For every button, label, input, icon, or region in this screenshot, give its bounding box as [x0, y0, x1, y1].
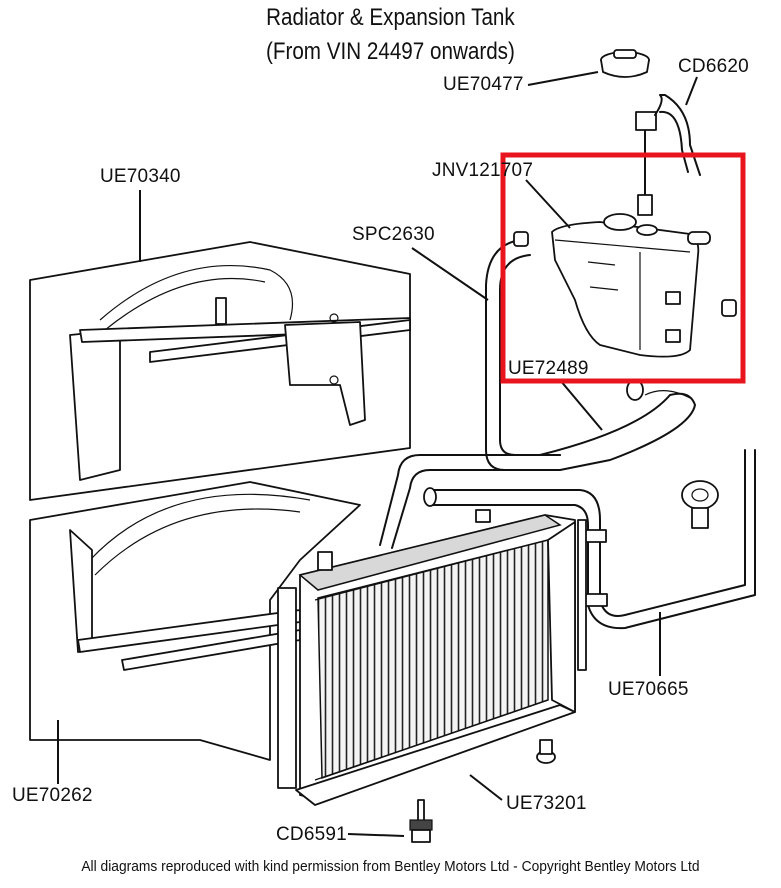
leader-lines — [57, 71, 698, 837]
highlight-box — [500, 152, 746, 384]
label-upper-hose: SPC2630 — [352, 224, 435, 245]
radiator-feet — [536, 739, 556, 764]
diagram-title: Radiator & Expansion Tank — [266, 4, 515, 31]
hose-clip — [681, 480, 719, 529]
label-expansion-tank: JNV121707 — [432, 160, 534, 181]
label-lower-shroud: UE70262 — [12, 785, 93, 806]
filler-cap — [600, 49, 650, 78]
diagram-subtitle: (From VIN 24497 onwards) — [265, 38, 515, 65]
upper-hose — [485, 239, 561, 471]
copyright-footer: All diagrams reproduced with kind permis… — [81, 858, 700, 875]
label-drain-plug: CD6591 — [276, 824, 347, 845]
label-overflow-hose: UE72489 — [508, 358, 589, 379]
expansion-tank — [513, 213, 737, 358]
label-radiator: UE73201 — [506, 793, 587, 814]
label-lower-hose: UE70665 — [608, 679, 689, 700]
upper-fan-shroud — [29, 241, 411, 501]
label-filler-cap: UE70477 — [443, 74, 524, 95]
overflow-hose — [539, 379, 696, 471]
level-sender — [635, 94, 701, 216]
label-level-sender: CD6620 — [678, 56, 749, 77]
coolant-pipe — [379, 449, 756, 630]
label-fan-shroud: UE70340 — [100, 166, 181, 187]
lower-fan-shroud — [29, 481, 361, 789]
radiator — [295, 509, 587, 806]
drain-plug — [409, 799, 433, 843]
